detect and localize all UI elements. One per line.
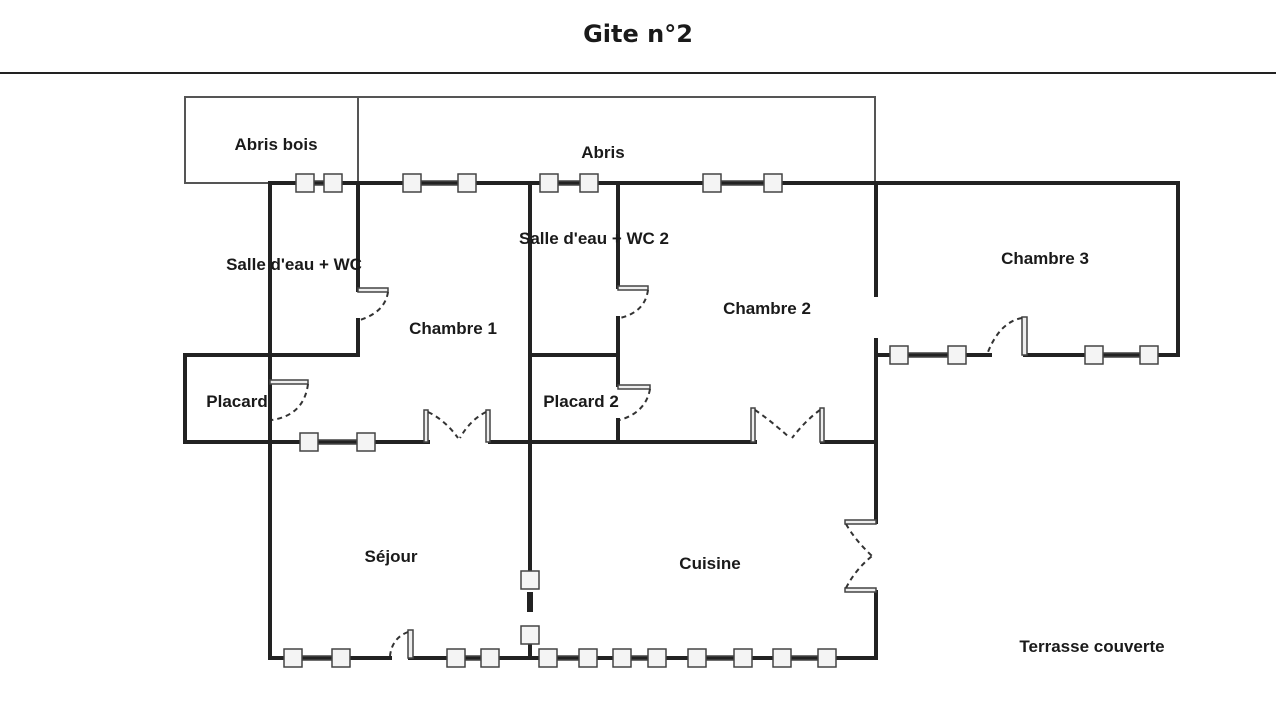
door-swing-arc <box>271 383 309 421</box>
window <box>402 173 477 193</box>
window-sash <box>457 173 477 193</box>
window-sash <box>947 345 967 365</box>
window-sash <box>539 173 559 193</box>
door <box>987 316 1028 356</box>
door-swing-arc <box>845 555 873 589</box>
window-sash <box>323 173 343 193</box>
door-leaf <box>750 407 756 443</box>
window-sash <box>647 648 667 668</box>
door <box>617 384 651 421</box>
door-leaf <box>485 409 491 443</box>
window <box>538 648 598 668</box>
window-sash <box>295 173 315 193</box>
window-sash <box>299 432 319 452</box>
room-label-abris-bois: Abris bois <box>234 135 317 154</box>
door <box>844 555 877 593</box>
room-label-chambre-1: Chambre 1 <box>409 319 497 338</box>
window-sash <box>889 345 909 365</box>
door-swing-arc <box>459 411 487 439</box>
window-sash <box>763 173 783 193</box>
room-label-chambre-2: Chambre 2 <box>723 299 811 318</box>
door-swing-arc <box>987 317 1023 353</box>
door-leaf <box>844 587 877 593</box>
room-label-terrasse-couverte: Terrasse couverte <box>1019 637 1164 656</box>
window <box>772 648 837 668</box>
window <box>299 432 376 452</box>
door-leaf <box>617 285 649 291</box>
room-label-placard: Placard <box>206 392 267 411</box>
door-swing-arc <box>845 523 873 557</box>
window-sash <box>283 648 303 668</box>
door-leaf <box>819 407 825 443</box>
plan-title: Gite n°2 <box>583 20 693 48</box>
door-leaf <box>407 629 414 659</box>
door-leaf <box>269 379 309 385</box>
window-post <box>527 592 533 612</box>
window <box>539 173 599 193</box>
window-sash <box>538 648 558 668</box>
door <box>791 407 825 443</box>
window-sash <box>331 648 351 668</box>
window <box>520 570 540 645</box>
room-label-sejour: Séjour <box>365 547 418 566</box>
door-swing-arc <box>791 409 821 439</box>
door <box>844 519 877 557</box>
window-sash <box>520 570 540 590</box>
door-swing-arc <box>619 388 651 421</box>
window-sash <box>817 648 837 668</box>
window-sash <box>578 648 598 668</box>
window <box>446 648 500 668</box>
windows <box>283 173 1159 668</box>
door-swing-arc <box>427 411 459 439</box>
door <box>389 629 414 659</box>
window <box>283 648 351 668</box>
door-leaf <box>844 519 877 525</box>
door-leaf <box>423 409 429 443</box>
window <box>612 648 667 668</box>
room-label-placard-2: Placard 2 <box>543 392 619 411</box>
door <box>269 379 309 421</box>
door-swing-arc <box>754 409 791 439</box>
room-label-salle-eau-wc-2: Salle d'eau + WC 2 <box>519 229 669 248</box>
room-label-abris: Abris <box>581 143 624 162</box>
door-leaf <box>1021 316 1028 356</box>
window-sash <box>1139 345 1159 365</box>
window-sash <box>446 648 466 668</box>
window-sash <box>480 648 500 668</box>
door-swing-arc <box>359 291 389 321</box>
window-sash <box>402 173 422 193</box>
door-swing-arc <box>389 631 409 657</box>
window-sash <box>733 648 753 668</box>
window-sash <box>702 173 722 193</box>
window-sash <box>1084 345 1104 365</box>
window <box>702 173 783 193</box>
door <box>459 409 491 443</box>
window-sash <box>520 625 540 645</box>
door-leaf <box>617 384 651 390</box>
window-sash <box>612 648 632 668</box>
door-leaf <box>357 287 389 293</box>
door <box>357 287 389 321</box>
window-sash <box>687 648 707 668</box>
room-label-cuisine: Cuisine <box>679 554 740 573</box>
window <box>889 345 967 365</box>
door <box>617 285 649 319</box>
title-divider <box>0 72 1276 74</box>
doors <box>269 285 1028 659</box>
window <box>1084 345 1159 365</box>
window <box>687 648 753 668</box>
window-sash <box>579 173 599 193</box>
room-label-chambre-3: Chambre 3 <box>1001 249 1089 268</box>
window-sash <box>356 432 376 452</box>
room-label-salle-eau-wc: Salle d'eau + WC <box>226 255 362 274</box>
window-sash <box>772 648 792 668</box>
door-swing-arc <box>619 289 649 319</box>
window <box>295 173 343 193</box>
door <box>423 409 459 443</box>
door <box>750 407 791 443</box>
